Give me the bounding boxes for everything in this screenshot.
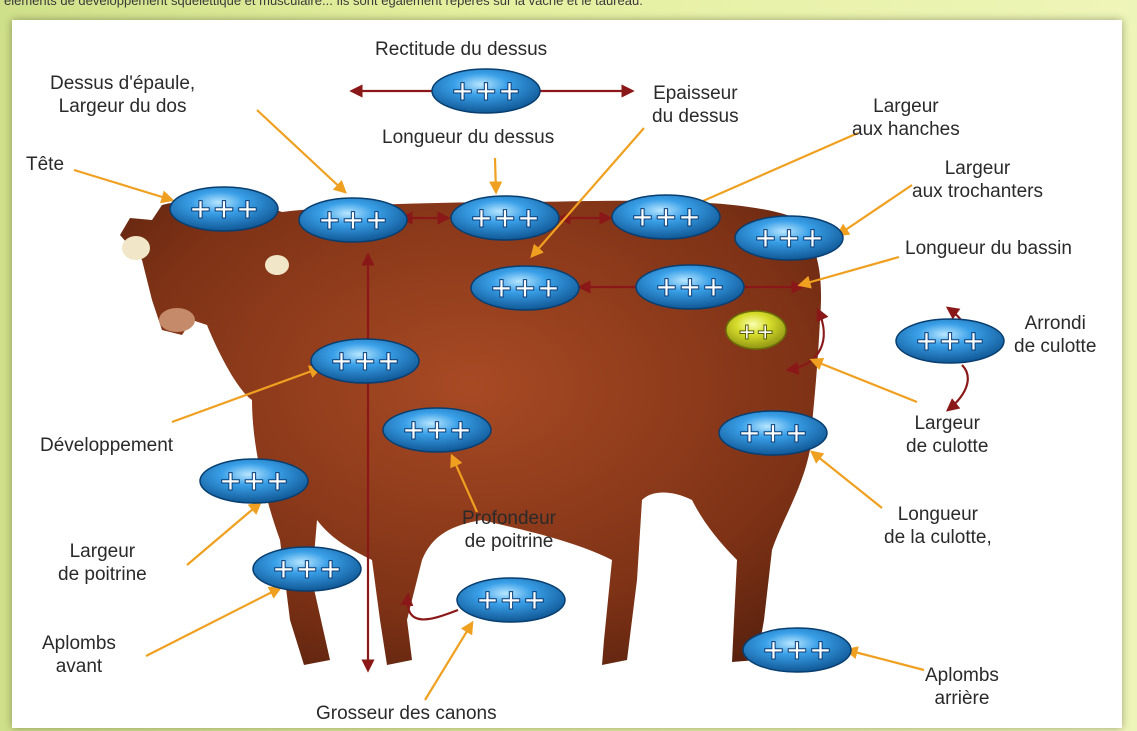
largeur-culotte-arrow bbox=[809, 357, 918, 404]
rating-badge-text: +++ bbox=[476, 583, 546, 616]
label-epaisseur-du-dessus: Epaisseur du dessus bbox=[652, 83, 739, 127]
label-longueur-du-bassin: Longueur du bassin bbox=[905, 238, 1072, 259]
label-tete: Tête bbox=[26, 154, 65, 175]
longueur-dessus-arrow bbox=[489, 157, 503, 195]
rating-badge-text: +++ bbox=[915, 324, 985, 357]
rating-badge-largeur-poitrine: +++ bbox=[199, 458, 309, 504]
rating-badge-largeur-trochanters: +++ bbox=[734, 215, 844, 261]
rating-badge-text: +++ bbox=[631, 200, 701, 233]
largeur-poitrine-arrow bbox=[186, 501, 263, 566]
diagram-panel: ++++++++++++++++++++++++++++++++++++++++… bbox=[12, 20, 1122, 728]
profondeur-poitrine-arrow bbox=[450, 453, 479, 513]
orange-arrows bbox=[73, 109, 925, 701]
rating-badge-text: +++ bbox=[470, 201, 540, 234]
tete-arrow bbox=[73, 168, 175, 204]
label-dessus-epaule: Dessus d'épaule, Largeur du dos bbox=[50, 73, 196, 117]
longueur-bassin-arrow bbox=[797, 255, 900, 289]
arrondi-bottom-arrow bbox=[945, 364, 969, 412]
rating-badge-longueur-bassin: +++ bbox=[635, 264, 745, 310]
rating-badge-developpement: +++ bbox=[310, 338, 420, 384]
epaisseur-dessus-arrow bbox=[530, 127, 645, 258]
rating-badge-text: +++ bbox=[189, 192, 259, 225]
rating-badge-rectitude: +++ bbox=[431, 68, 541, 114]
rating-badge-text: +++ bbox=[655, 270, 725, 303]
rating-badge-text: +++ bbox=[318, 203, 388, 236]
rating-badge-aplombs-avant: +++ bbox=[252, 546, 362, 592]
label-rectitude-du-dessus: Rectitude du dessus bbox=[375, 39, 548, 60]
rating-badge-grosseur-canons: +++ bbox=[456, 577, 566, 623]
label-largeur-aux-trochanters: Largeur aux trochanters bbox=[912, 158, 1043, 202]
rating-badge-profondeur-poitrine: +++ bbox=[382, 407, 492, 453]
rating-badge-text: +++ bbox=[754, 221, 824, 254]
rating-badge-text: +++ bbox=[738, 416, 808, 449]
rating-badge-text: +++ bbox=[762, 633, 832, 666]
rating-badge-text: +++ bbox=[490, 271, 560, 304]
rating-badge-text: +++ bbox=[272, 552, 342, 585]
label-aplombs-avant: Aplombs avant bbox=[42, 633, 116, 677]
rating-badge-dessus-epaule: +++ bbox=[298, 197, 408, 243]
rating-badge-longueur-dessus: +++ bbox=[450, 195, 560, 241]
rating-badge-tete: +++ bbox=[169, 186, 279, 232]
rating-badge-largeur-hanches: +++ bbox=[611, 194, 721, 240]
aplombs-arriere-arrow bbox=[844, 646, 925, 672]
label-developpement: Développement bbox=[40, 435, 174, 456]
label-arrondi-de-culotte: Arrondi de culotte bbox=[1014, 313, 1097, 357]
label-grosseur-des-canons: Grosseur des canons bbox=[316, 703, 497, 724]
rating-badge-longueur-culotte: +++ bbox=[718, 410, 828, 456]
longueur-culotte-arrow bbox=[809, 450, 883, 509]
rating-badge-text: +++ bbox=[330, 344, 400, 377]
aplombs-avant-arrow bbox=[145, 586, 283, 657]
label-largeur-de-poitrine: Largeur de poitrine bbox=[58, 541, 147, 585]
rating-badge-text: +++ bbox=[451, 74, 521, 107]
canon-curve-arrow bbox=[400, 592, 459, 621]
developpement-arrow bbox=[171, 365, 323, 424]
rating-badge-epaisseur-dessus: +++ bbox=[470, 265, 580, 311]
label-longueur-de-la-culotte: Longueur de la culotte, bbox=[884, 504, 992, 548]
rating-badge-text: +++ bbox=[402, 413, 472, 446]
largeur-hanches-arrow bbox=[684, 131, 859, 210]
rating-badges: ++++++++++++++++++++++++++++++++++++++++… bbox=[169, 68, 1005, 673]
rating-badge-text: ++ bbox=[738, 320, 775, 345]
label-profondeur-de-poitrine: Profondeur de poitrine bbox=[462, 508, 557, 552]
label-largeur-aux-hanches: Largeur aux hanches bbox=[852, 96, 960, 140]
label-aplombs-arriere: Aplombs arrière bbox=[925, 665, 999, 709]
rating-badge-aplombs-arriere: +++ bbox=[742, 627, 852, 673]
grosseur-canons-arrow bbox=[424, 620, 474, 701]
rating-badge-longueur-bassin-secondary: ++ bbox=[725, 310, 787, 350]
rating-badge-text: +++ bbox=[219, 464, 289, 497]
dessus-epaule-arrow bbox=[256, 109, 347, 194]
label-largeur-de-culotte: Largeur de culotte bbox=[906, 413, 989, 457]
cow-diagram: ++++++++++++++++++++++++++++++++++++++++… bbox=[73, 68, 1005, 701]
rating-badge-arrondi-culotte: +++ bbox=[895, 318, 1005, 364]
culotte-curve-arrow bbox=[785, 307, 829, 375]
largeur-trochanters-arrow bbox=[835, 184, 913, 237]
header-caption: éléments de développement squelettique e… bbox=[4, 0, 643, 8]
label-longueur-du-dessus: Longueur du dessus bbox=[382, 127, 555, 148]
